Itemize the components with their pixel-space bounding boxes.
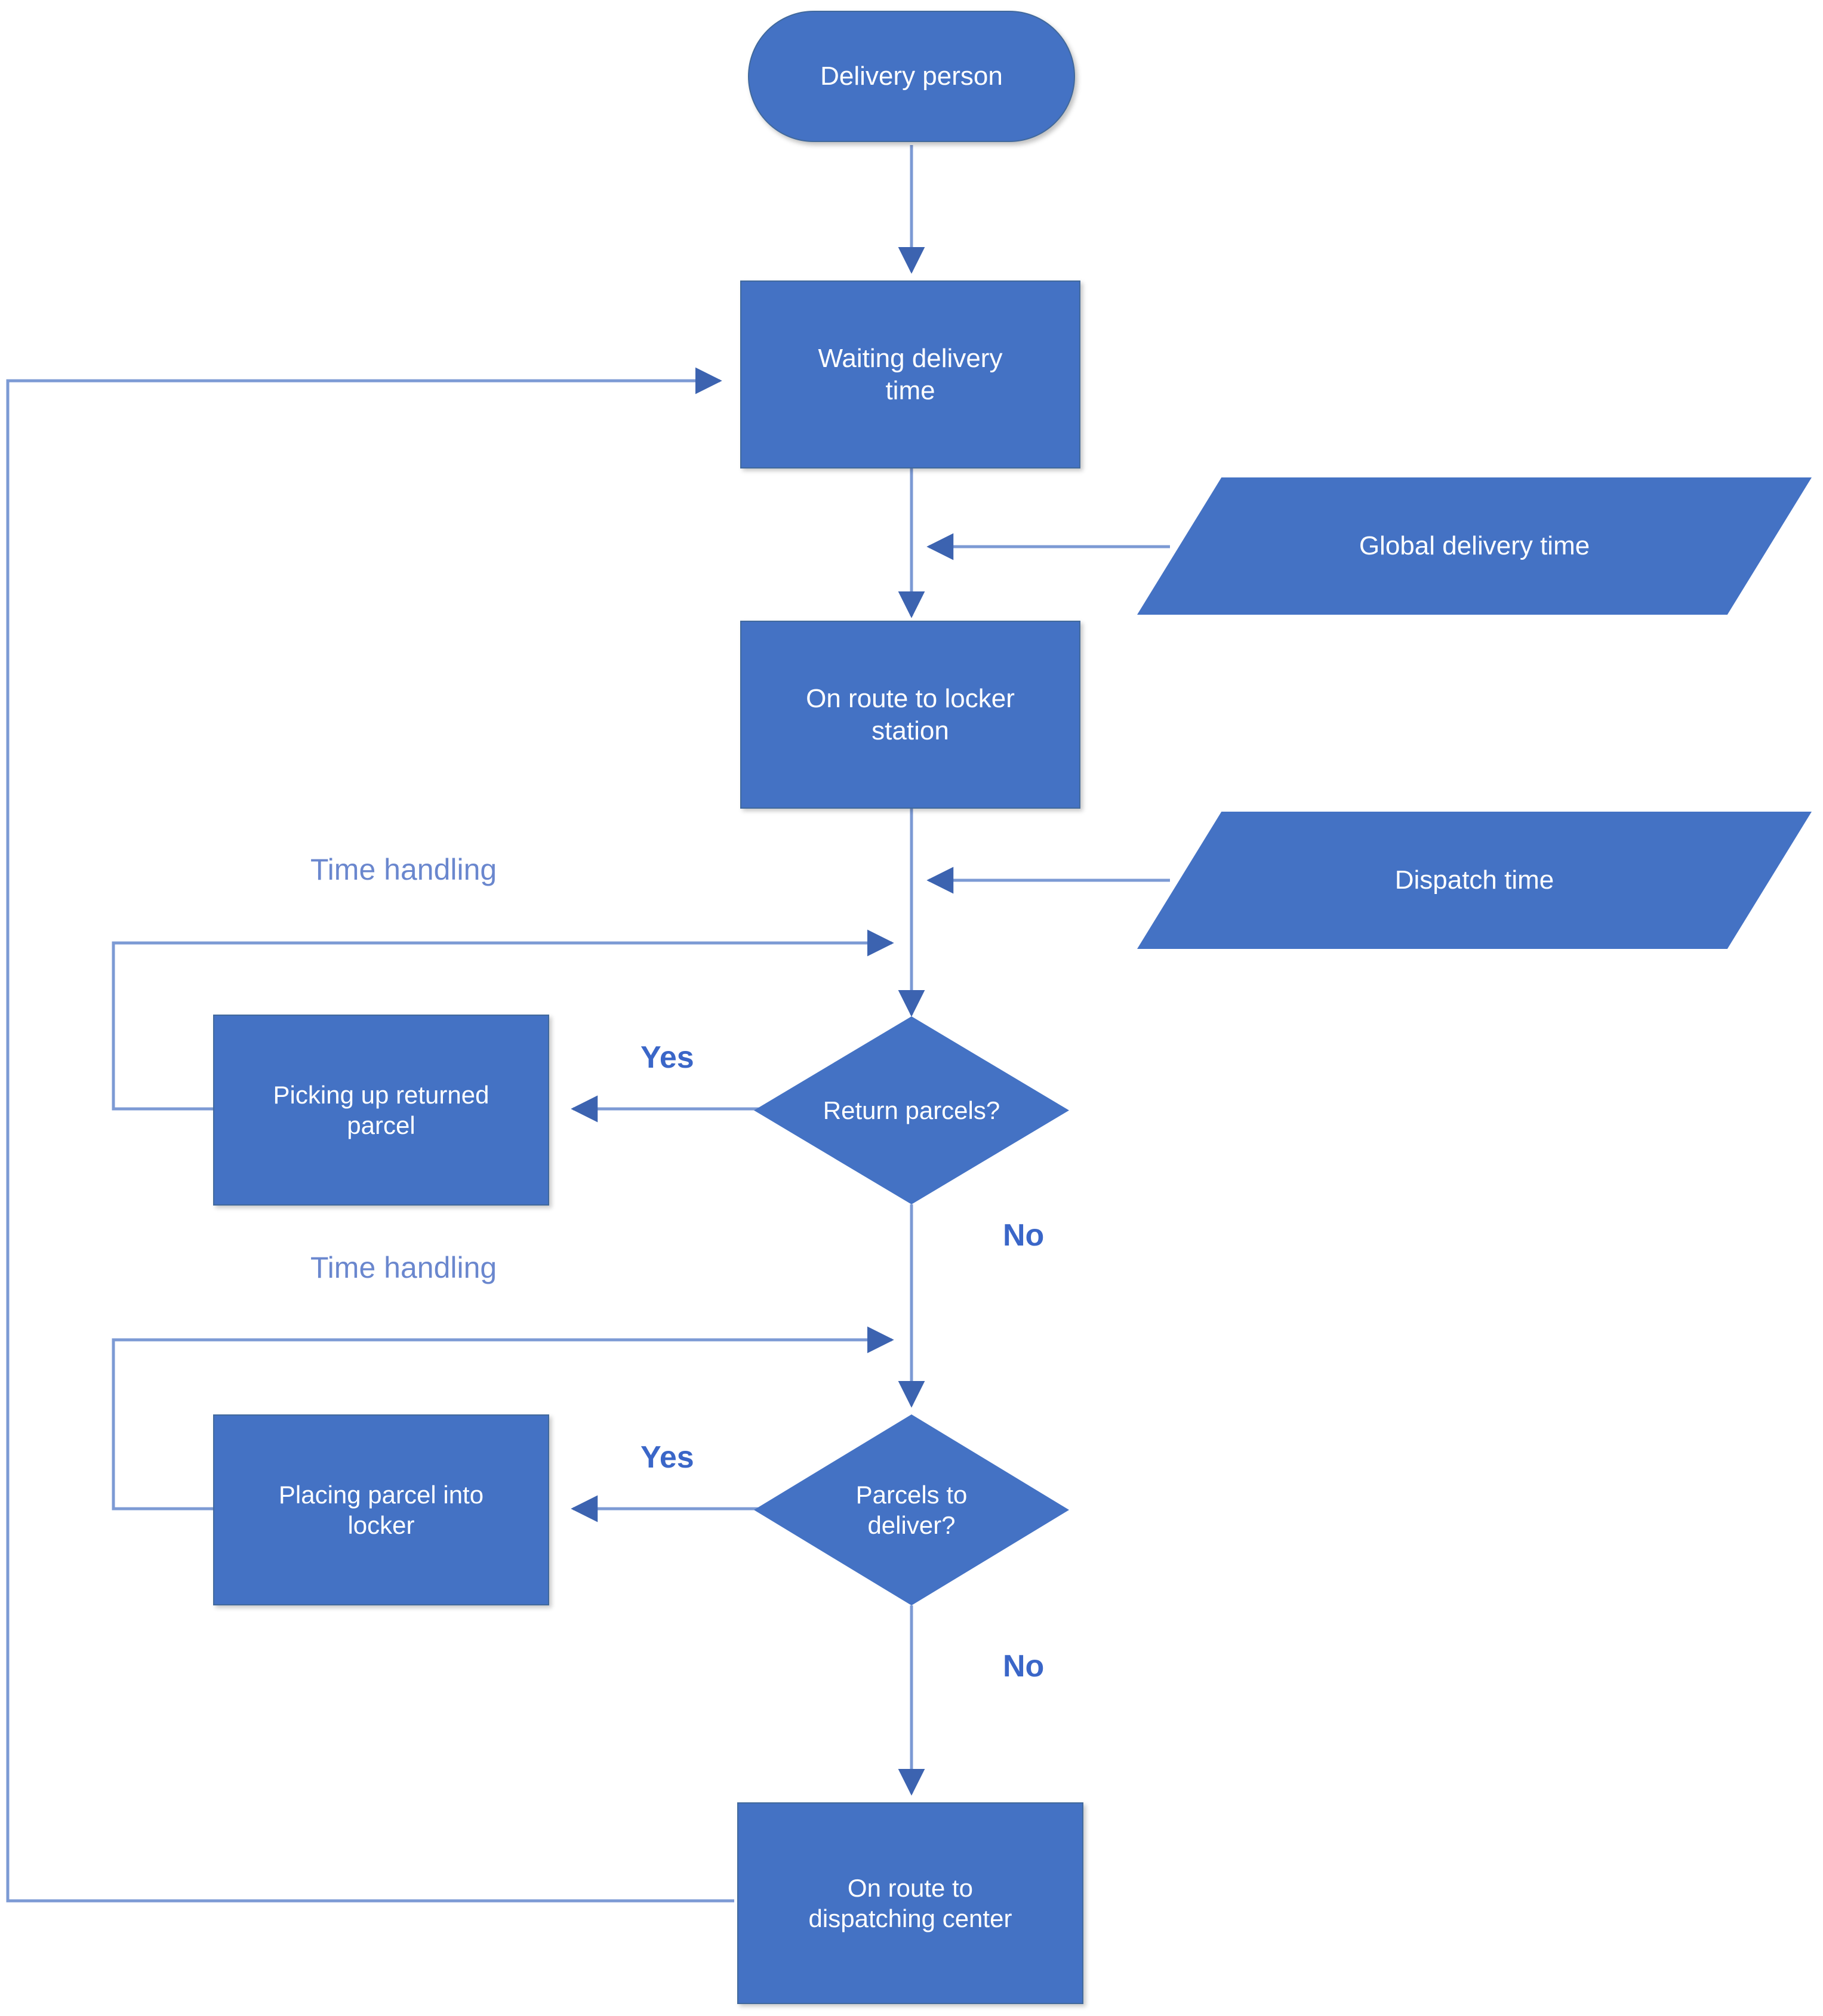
edge-label-time-handling-return: Time handling bbox=[310, 853, 497, 886]
node-on-route-to-dispatching-center[interactable]: On route to dispatching center bbox=[737, 1802, 1083, 2004]
node-label: Waiting delivery time bbox=[818, 343, 1003, 405]
node-placing-parcel-into-locker[interactable]: Placing parcel into locker bbox=[213, 1414, 549, 1605]
edge-label-time-handling-deliver: Time handling bbox=[310, 1251, 497, 1284]
edge-label-yes-parcels-to-deliver: Yes bbox=[640, 1440, 694, 1475]
node-label: Dispatch time bbox=[1394, 865, 1554, 895]
node-delivery-person[interactable]: Delivery person bbox=[748, 11, 1075, 142]
node-label: On route to locker station bbox=[806, 683, 1015, 745]
node-label: Placing parcel into locker bbox=[278, 1480, 484, 1539]
edge-label-no-parcels-to-deliver: No bbox=[1003, 1649, 1045, 1684]
edge-label-no-return-parcels: No bbox=[1003, 1218, 1045, 1253]
edge-label-yes-return-parcels: Yes bbox=[640, 1040, 694, 1075]
node-waiting-delivery-time[interactable]: Waiting delivery time bbox=[740, 280, 1080, 468]
node-picking-up-returned-parcel[interactable]: Picking up returned parcel bbox=[213, 1015, 549, 1206]
node-label: Global delivery time bbox=[1359, 531, 1590, 561]
node-on-route-to-locker-station[interactable]: On route to locker station bbox=[740, 621, 1080, 809]
node-parcels-to-deliver-decision[interactable]: Parcels to deliver? bbox=[754, 1414, 1069, 1605]
node-label: Picking up returned parcel bbox=[273, 1080, 489, 1139]
node-dispatch-time[interactable]: Dispatch time bbox=[1137, 812, 1812, 949]
node-label: Parcels to deliver? bbox=[855, 1480, 968, 1539]
node-label: Return parcels? bbox=[823, 1096, 1000, 1124]
node-return-parcels-decision[interactable]: Return parcels? bbox=[754, 1016, 1069, 1204]
node-global-delivery-time[interactable]: Global delivery time bbox=[1137, 477, 1812, 615]
node-label: Delivery person bbox=[820, 61, 1003, 91]
node-label: On route to dispatching center bbox=[808, 1873, 1012, 1932]
